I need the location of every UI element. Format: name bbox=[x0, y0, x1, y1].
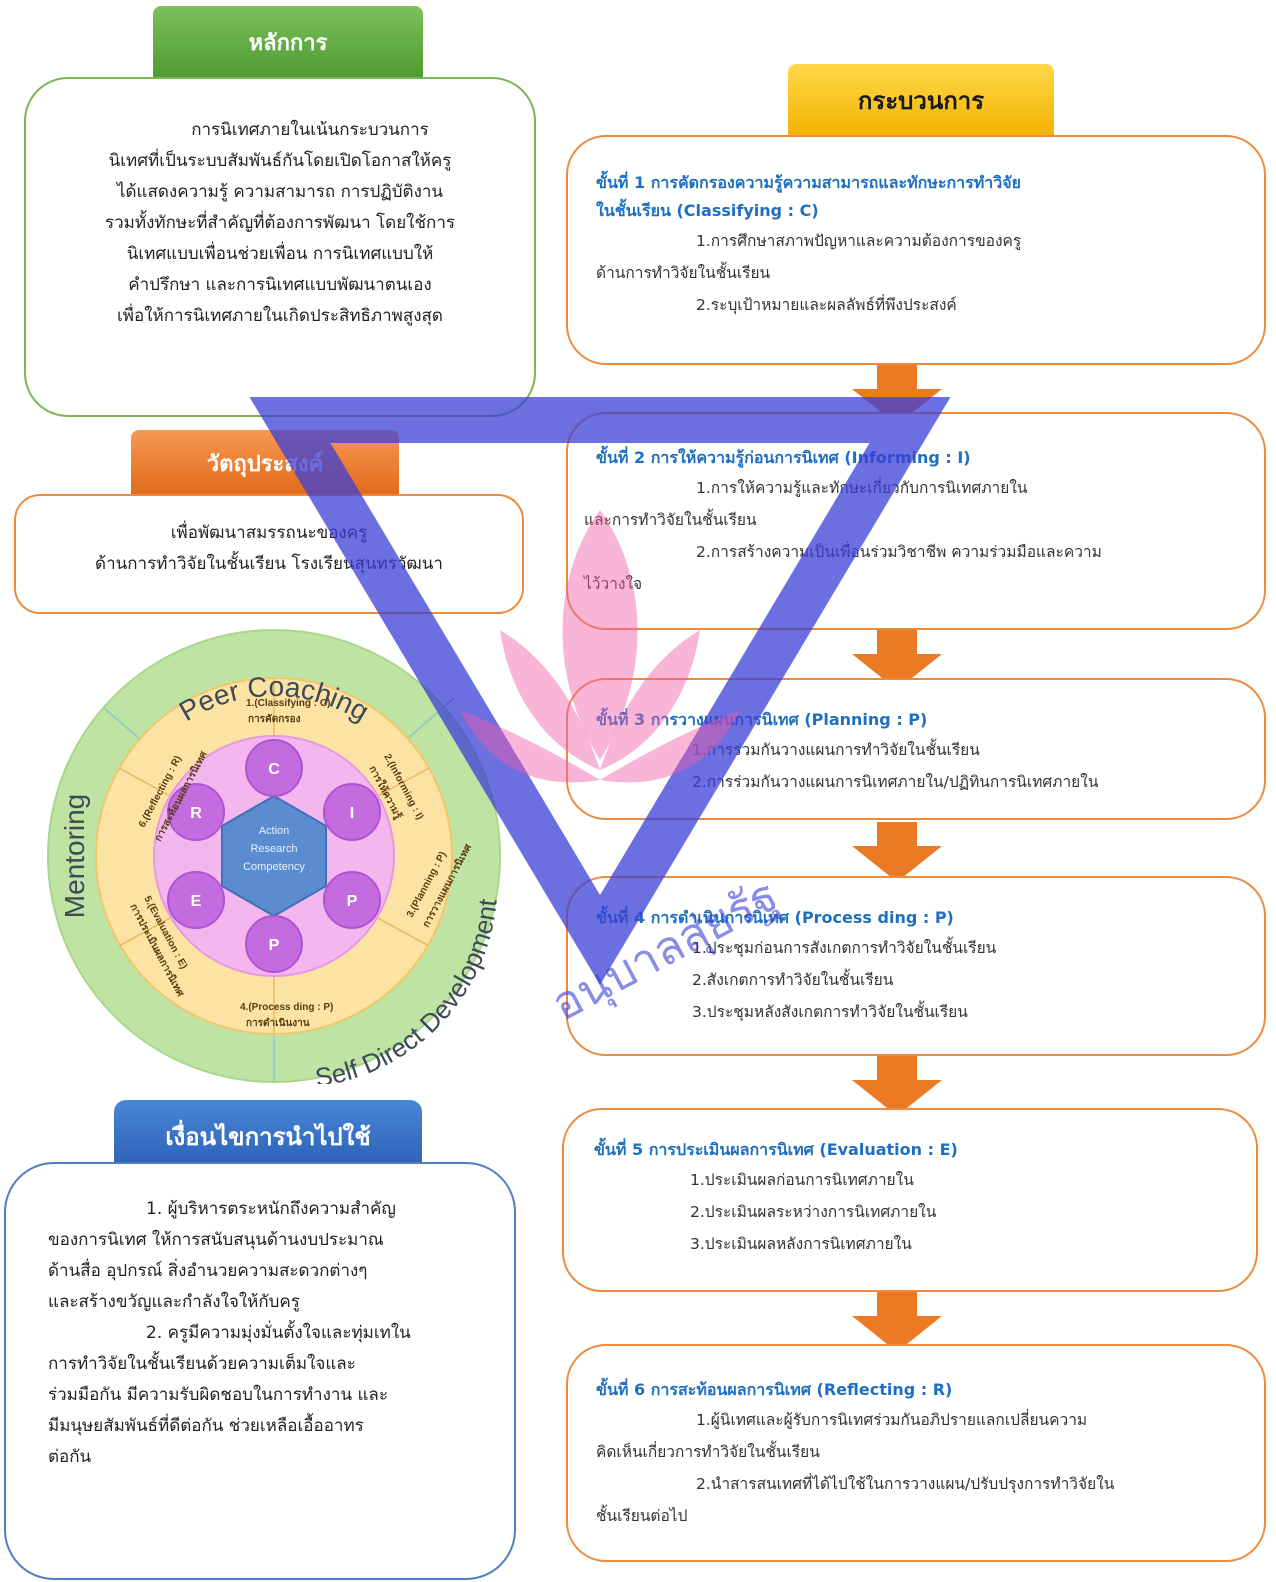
principles-text: การนิเทศภายในเน้นกระบวนการ นิเทศที่เป็นร… bbox=[26, 115, 534, 332]
process-title: กระบวนการ bbox=[857, 86, 985, 115]
outer-label-left: Mentoring bbox=[59, 794, 90, 919]
node-label: P bbox=[347, 893, 358, 910]
node-label: E bbox=[191, 893, 202, 910]
step-2-line: 2.การสร้างความเป็นเพื่อนร่วมวิชาชีพ ความ… bbox=[696, 543, 1102, 561]
node-label: R bbox=[190, 805, 202, 822]
model-diagram-svg: Action Research Competency C I P P E R 1… bbox=[47, 629, 503, 1093]
principles-tab: หลักการ bbox=[153, 6, 423, 78]
step-5-line: 1.ประเมินผลก่อนการนิเทศภายใน bbox=[690, 1171, 914, 1189]
conditions-line: และสร้างขวัญและกำลังใจให้กับครู bbox=[48, 1292, 300, 1312]
objective-line: ด้านการทำวิจัยในชั้นเรียน โรงเรียนสุนทรว… bbox=[95, 554, 443, 574]
ring-label: การคัดกรอง bbox=[248, 713, 301, 725]
step-2-line: ไว้วางใจ bbox=[584, 575, 643, 593]
conditions-line: ต่อกัน bbox=[48, 1447, 92, 1467]
objective-title: วัตถุประสงค์ bbox=[206, 451, 324, 477]
step-5-box: ขั้นที่ 5 การประเมินผลการนิเทศ (Evaluati… bbox=[562, 1108, 1258, 1292]
node-label: C bbox=[268, 761, 280, 778]
conditions-box: 1. ผู้บริหารตระหนักถึงความสำคัญ ของการนิ… bbox=[4, 1162, 516, 1580]
down-arrow bbox=[852, 822, 942, 882]
node-label: P bbox=[269, 937, 280, 954]
conditions-tab: เงื่อนไขการนำไปใช้ bbox=[114, 1100, 422, 1172]
center-label: Competency bbox=[243, 861, 305, 873]
step-4-box: ขั้นที่ 4 การดำเนินการนิเทศ (Process din… bbox=[566, 876, 1266, 1056]
conditions-line: การทำวิจัยในชั้นเรียนด้วยความเต็มใจและ bbox=[48, 1354, 356, 1374]
center-label: Action bbox=[259, 825, 290, 837]
step-6-line: 2.นำสารสนเทศที่ได้ไปใช้ในการวางแผน/ปรับป… bbox=[696, 1475, 1115, 1493]
conditions-text: 1. ผู้บริหารตระหนักถึงความสำคัญ ของการนิ… bbox=[48, 1194, 508, 1473]
step-2-line: และการทำวิจัยในชั้นเรียน bbox=[584, 511, 757, 529]
step-6-line: ชั้นเรียนต่อไป bbox=[596, 1507, 688, 1525]
step-1-line: 2.ระบุเป้าหมายและผลลัพธ์ที่พึงประสงค์ bbox=[696, 296, 957, 314]
principles-line: ได้แสดงความรู้ ความสามารถ การปฏิบัติงาน bbox=[116, 182, 444, 202]
step-4-line: 2.สังเกตการทำวิจัยในชั้นเรียน bbox=[692, 971, 894, 989]
ring-label: 4.(Process ding : P) bbox=[240, 1002, 333, 1013]
conditions-line: ของการนิเทศ ให้การสนับสนุนด้านงบประมาณ bbox=[48, 1230, 384, 1250]
step-5-title: ขั้นที่ 5 การประเมินผลการนิเทศ (Evaluati… bbox=[594, 1140, 958, 1159]
step-5-line: 2.ประเมินผลระหว่างการนิเทศภายใน bbox=[690, 1203, 937, 1221]
step-1-title: ในชั้นเรียน (Classifying : C) bbox=[596, 201, 819, 220]
step-6-line: คิดเห็นเกี่ยวการทำวิจัยในชั้นเรียน bbox=[596, 1443, 820, 1461]
step-5-line: 3.ประเมินผลหลังการนิเทศภายใน bbox=[690, 1235, 912, 1253]
step-4-line: 1.ประชุมก่อนการสังเกตการทำวิจัยในชั้นเรี… bbox=[692, 939, 997, 957]
principles-line: การนิเทศภายในเน้นกระบวนการ bbox=[191, 120, 429, 140]
objective-text: เพื่อพัฒนาสมรรถนะของครู ด้านการทำวิจัยใน… bbox=[16, 518, 522, 580]
step-2-title: ขั้นที่ 2 การให้ความรู้ก่อนการนิเทศ (Inf… bbox=[596, 448, 971, 467]
center-label: Research bbox=[250, 843, 297, 855]
step-4-title: ขั้นที่ 4 การดำเนินการนิเทศ (Process din… bbox=[596, 908, 954, 927]
step-6-line: 1.ผู้นิเทศและผู้รับการนิเทศร่วมกันอภิปรา… bbox=[696, 1411, 1088, 1429]
principles-title: หลักการ bbox=[248, 30, 328, 56]
step-4-line: 3.ประชุมหลังสังเกตการทำวิจัยในชั้นเรียน bbox=[692, 1003, 968, 1021]
model-diagram: Action Research Competency C I P P E R 1… bbox=[34, 628, 514, 1093]
principles-line: รวมทั้งทักษะที่สำคัญที่ต้องการพัฒนา โดยใ… bbox=[104, 213, 455, 233]
conditions-title: เงื่อนไขการนำไปใช้ bbox=[165, 1122, 371, 1151]
step-2-box: ขั้นที่ 2 การให้ความรู้ก่อนการนิเทศ (Inf… bbox=[566, 412, 1266, 630]
step-2-line: 1.การให้ความรู้และทักษะเกี่ยวกับการนิเทศ… bbox=[696, 479, 1028, 497]
principles-line: เพื่อให้การนิเทศภายในเกิดประสิทธิภาพสูงส… bbox=[117, 306, 443, 326]
conditions-line: ด้านสื่อ อุปกรณ์ สิ่งอำนวยความสะดวกต่างๆ bbox=[48, 1261, 368, 1281]
conditions-line: ร่วมมือกัน มีความรับผิดชอบในการทำงาน และ bbox=[48, 1385, 388, 1405]
conditions-line: 1. ผู้บริหารตระหนักถึงความสำคัญ bbox=[146, 1199, 396, 1219]
objective-line: เพื่อพัฒนาสมรรถนะของครู bbox=[170, 523, 368, 543]
step-3-line: 2.การร่วมกันวางแผนการนิเทศภายใน/ปฏิทินกา… bbox=[692, 773, 1099, 791]
step-1-line: ด้านการทำวิจัยในชั้นเรียน bbox=[596, 264, 771, 282]
down-arrow bbox=[852, 365, 942, 425]
step-3-title: ขั้นที่ 3 การวางแผนการนิเทศ (Planning : … bbox=[596, 710, 928, 729]
step-1-line: 1.การศึกษาสภาพปัญหาและความต้องการของครู bbox=[696, 232, 1022, 250]
principles-line: นิเทศแบบเพื่อนช่วยเพื่อน การนิเทศแบบให้ bbox=[126, 244, 434, 264]
step-6-title: ขั้นที่ 6 การสะท้อนผลการนิเทศ (Reflectin… bbox=[596, 1380, 953, 1399]
step-6-box: ขั้นที่ 6 การสะท้อนผลการนิเทศ (Reflectin… bbox=[566, 1344, 1266, 1562]
conditions-line: มีมนุษยสัมพันธ์ที่ดีต่อกัน ช่วยเหลือเอื้… bbox=[48, 1416, 364, 1436]
conditions-line: 2. ครูมีความมุ่งมั่นตั้งใจและทุ่มเทใน bbox=[146, 1323, 411, 1343]
step-3-line: 1.การร่วมกันวางแผนการทำวิจัยในชั้นเรียน bbox=[692, 741, 980, 759]
node-label: I bbox=[350, 805, 354, 822]
step-3-box: ขั้นที่ 3 การวางแผนการนิเทศ (Planning : … bbox=[566, 678, 1266, 820]
principles-box: การนิเทศภายในเน้นกระบวนการ นิเทศที่เป็นร… bbox=[24, 77, 536, 417]
step-1-title: ขั้นที่ 1 การคัดกรองความรู้ความสามารถและ… bbox=[596, 173, 1021, 192]
principles-line: นิเทศที่เป็นระบบสัมพันธ์กันโดยเปิดโอกาสใ… bbox=[108, 151, 452, 171]
objective-box: เพื่อพัฒนาสมรรถนะของครู ด้านการทำวิจัยใน… bbox=[14, 494, 524, 614]
down-arrow bbox=[852, 1056, 942, 1116]
process-tab: กระบวนการ bbox=[788, 64, 1054, 136]
step-1-box: ขั้นที่ 1 การคัดกรองความรู้ความสามารถและ… bbox=[566, 135, 1266, 365]
node-e bbox=[167, 871, 225, 929]
objective-tab: วัตถุประสงค์ bbox=[131, 430, 399, 496]
node-r bbox=[167, 783, 225, 841]
principles-line: คำปรึกษา และการนิเทศแบบพัฒนาตนเอง bbox=[128, 275, 432, 295]
ring-label: การดำเนินงาน bbox=[246, 1017, 310, 1029]
down-arrow bbox=[852, 1292, 942, 1352]
